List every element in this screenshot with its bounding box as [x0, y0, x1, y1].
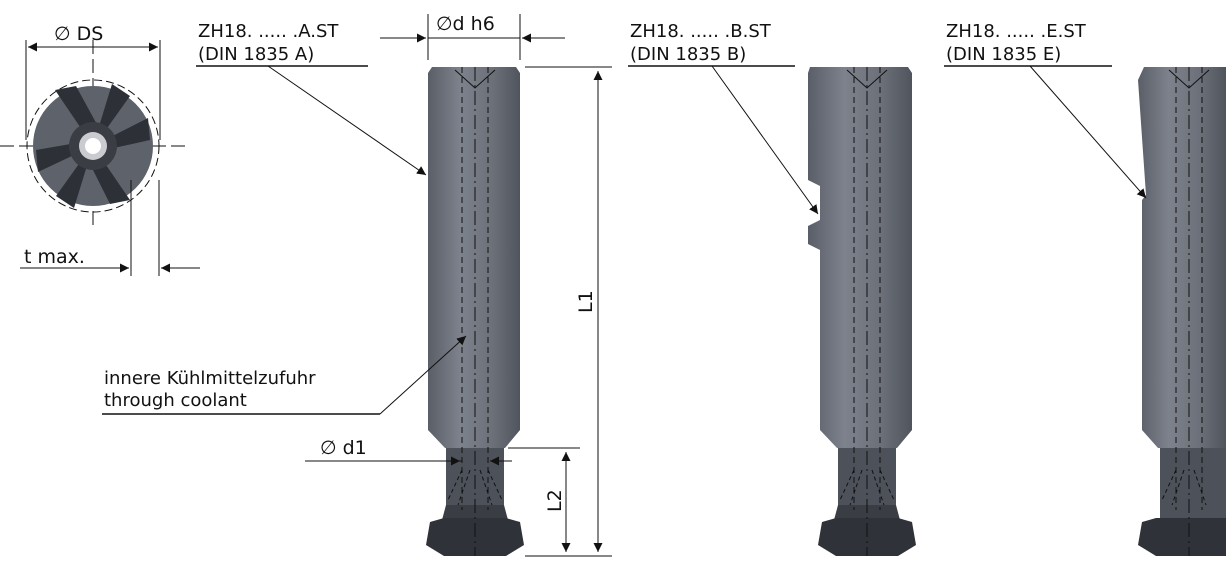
variant-b-din: (DIN 1835 B)	[630, 44, 746, 65]
tool-e	[1138, 67, 1226, 556]
variant-b-code: ZH18. ..... .B.ST	[630, 21, 772, 42]
cutter-top-view	[0, 40, 200, 276]
variant-a-code: ZH18. ..... .A.ST	[198, 21, 339, 42]
tool-b	[808, 67, 916, 556]
variant-e-din: (DIN 1835 E)	[946, 44, 1061, 65]
t-max-label: t max.	[24, 246, 85, 268]
l1-label: L1	[575, 290, 597, 313]
shank-diameter-label: ∅d h6	[436, 13, 495, 35]
l2-label: L2	[544, 489, 566, 512]
ds-label: ∅ DS	[54, 23, 103, 45]
coolant-note-de: innere Kühlmittelzufuhr	[104, 368, 316, 389]
d1-label: ∅ d1	[320, 437, 367, 459]
variant-e-code: ZH18. ..... .E.ST	[946, 21, 1087, 42]
coolant-note-en: through coolant	[104, 390, 247, 411]
variant-a-din: (DIN 1835 A)	[198, 44, 314, 65]
tool-a	[426, 67, 524, 556]
